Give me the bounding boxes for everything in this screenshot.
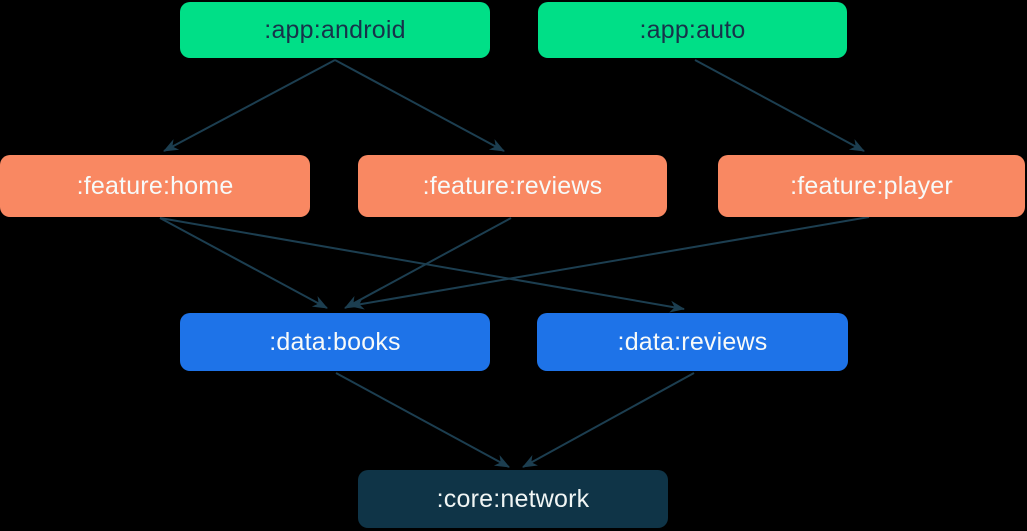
edge-feature-home-to-data-reviews bbox=[159, 217, 685, 313]
node-feature-reviews: :feature:reviews bbox=[358, 155, 667, 217]
node-core-network-label: :core:network bbox=[436, 484, 590, 513]
node-feature-player: :feature:player bbox=[718, 155, 1025, 217]
edge-app-auto-to-feature-player bbox=[694, 59, 865, 152]
node-data-books-label: :data:books bbox=[269, 327, 401, 356]
node-data-reviews-label: :data:reviews bbox=[617, 327, 768, 356]
node-app-android-label: :app:android bbox=[264, 15, 406, 44]
edge-data-reviews-to-core-network bbox=[522, 372, 695, 468]
edge-data-books-to-core-network bbox=[335, 372, 510, 468]
node-feature-home-label: :feature:home bbox=[76, 171, 234, 200]
node-feature-home: :feature:home bbox=[0, 155, 310, 217]
node-core-network: :core:network bbox=[358, 470, 668, 528]
node-app-android: :app:android bbox=[180, 2, 490, 58]
edge-feature-reviews-to-data-books bbox=[344, 217, 512, 309]
edge-app-android-to-feature-reviews bbox=[334, 59, 505, 152]
node-data-reviews: :data:reviews bbox=[537, 313, 848, 371]
node-app-auto-label: :app:auto bbox=[639, 15, 746, 44]
edge-feature-home-to-data-books bbox=[159, 217, 328, 309]
node-feature-player-label: :feature:player bbox=[790, 171, 953, 200]
node-data-books: :data:books bbox=[180, 313, 490, 371]
node-app-auto: :app:auto bbox=[538, 2, 847, 58]
edge-feature-player-to-data-books bbox=[349, 216, 870, 310]
edge-app-android-to-feature-home bbox=[163, 59, 336, 152]
node-feature-reviews-label: :feature:reviews bbox=[422, 171, 603, 200]
